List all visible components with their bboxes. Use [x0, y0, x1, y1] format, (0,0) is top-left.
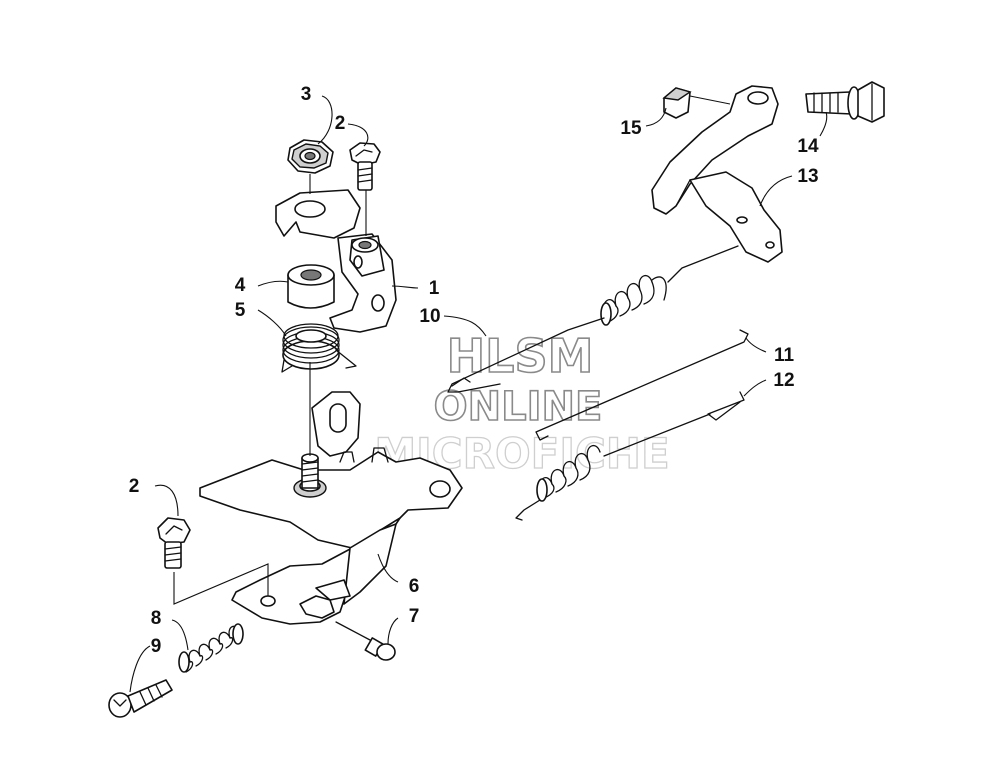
callout-2-lower: 2 [129, 476, 140, 497]
callout-8: 8 [151, 608, 162, 629]
callout-6: 6 [409, 576, 420, 597]
part-3-lock-nut [287, 139, 334, 174]
part-2-bolt-upper [349, 142, 381, 191]
callout-9: 9 [151, 636, 162, 657]
part-11-rod [535, 329, 749, 441]
part-14-flange-bolt [805, 81, 885, 123]
part-12-rod-spring [515, 391, 745, 521]
part-4-bushing [287, 264, 335, 309]
callout-7: 7 [409, 606, 420, 627]
callout-13: 13 [797, 166, 818, 187]
callout-4: 4 [235, 275, 246, 296]
leader-lines [129, 95, 828, 693]
callout-2-upper: 2 [335, 113, 346, 134]
part-9-bolt [108, 679, 173, 718]
callout-labels: 3 2 4 5 1 2 6 7 8 9 10 11 12 13 14 15 [129, 84, 819, 657]
part-6-plate [199, 391, 463, 625]
callout-14: 14 [797, 136, 819, 157]
callout-5: 5 [235, 300, 246, 321]
callout-3: 3 [301, 84, 312, 105]
callout-15: 15 [620, 118, 642, 139]
part-1-bracket [275, 189, 397, 333]
part-5-torsion-spring [281, 323, 357, 373]
part-15-square-nut [662, 87, 692, 119]
part-13-lever-arm [651, 85, 783, 263]
watermark-line-2: ONLINE [434, 384, 603, 430]
callout-1: 1 [429, 278, 440, 299]
part-10-spring-rod [447, 245, 739, 393]
callout-12: 12 [773, 370, 794, 391]
callout-11: 11 [774, 345, 795, 366]
callout-10: 10 [419, 306, 440, 327]
part-8-compression-spring [178, 623, 244, 673]
watermark-line-1: HLSM [447, 329, 594, 383]
part-7-screw [335, 621, 396, 661]
part-2-bolt-lower [157, 517, 191, 569]
